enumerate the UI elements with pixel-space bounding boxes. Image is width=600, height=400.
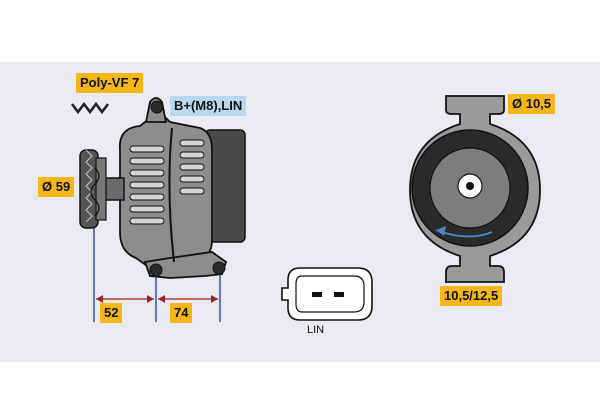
dimension-52-label: 52 <box>100 303 123 323</box>
alternator-side-view <box>79 97 246 279</box>
rear-vent-slots <box>179 139 205 195</box>
connector-pin-1 <box>312 292 322 297</box>
section-break-mark <box>90 167 100 217</box>
shaft <box>103 177 125 201</box>
connector-label: LIN <box>307 324 325 336</box>
belt-type-label: Poly-VF 7 <box>76 73 144 93</box>
shaft-center <box>466 182 474 190</box>
pulley-diameter-label: Ø 59 <box>38 177 75 197</box>
mount-width-label: 10,5/12,5 <box>440 286 503 306</box>
pulley <box>79 149 107 229</box>
connector-pin-2 <box>334 292 344 297</box>
rotation-arrow-head <box>436 226 446 236</box>
dimension-lines <box>93 228 221 322</box>
mount-end-view <box>409 95 541 283</box>
terminal-label: B+(M8),LIN <box>170 96 247 116</box>
connector-plug <box>281 267 373 321</box>
bottom-mount-ears <box>143 251 228 279</box>
dimension-74-label: 74 <box>170 303 193 323</box>
bottom-mount-hole-right <box>212 261 226 275</box>
housing-seam <box>168 127 175 263</box>
bottom-mount-hole-left <box>149 263 163 277</box>
front-vent-slots <box>129 145 165 225</box>
belt-profile-icon <box>71 101 109 115</box>
top-mount-hole <box>150 100 164 114</box>
mount-hole-diameter-label: Ø 10,5 <box>508 94 556 114</box>
